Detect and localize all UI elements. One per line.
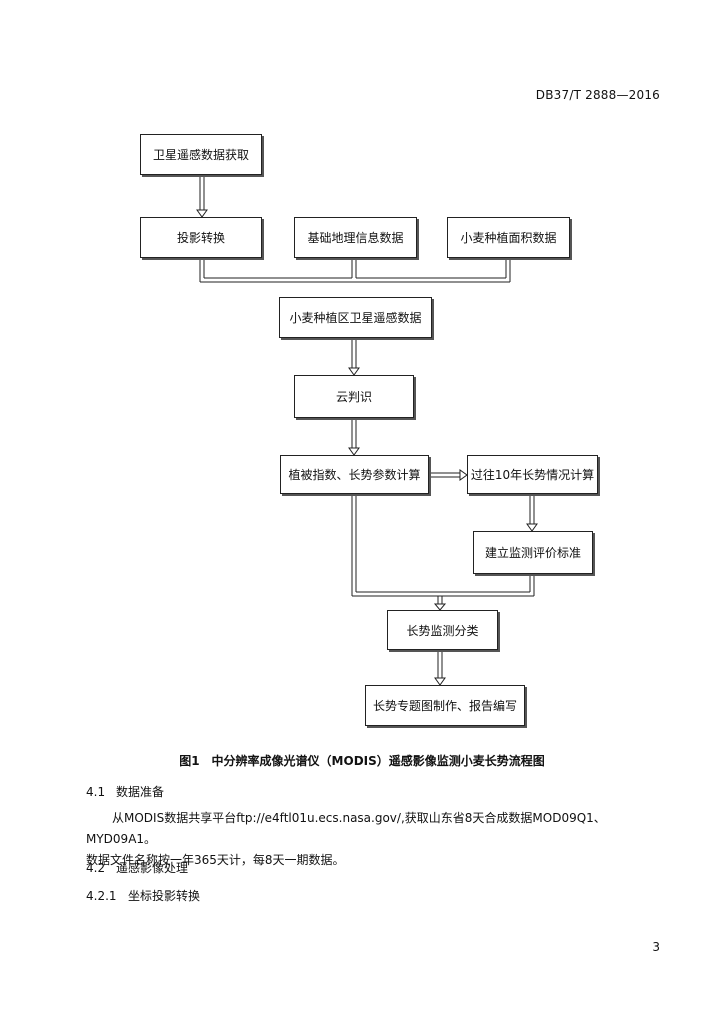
flow-node-wheat-region-satellite-data: 小麦种植区卫星遥感数据 <box>279 297 432 338</box>
section-number: 4.2.1 <box>86 889 117 903</box>
flowchart-connectors <box>196 175 538 686</box>
section-heading-4-2-1: 4.2.1 坐标投影转换 <box>86 887 200 904</box>
flow-node-past-decade-growth: 过往10年长势情况计算 <box>467 455 598 494</box>
flow-node-cloud-detection: 云判识 <box>294 375 414 418</box>
section-title: 遥感影像处理 <box>116 861 189 875</box>
flow-node-thematic-map-report: 长势专题图制作、报告编写 <box>365 685 525 726</box>
document-code: DB37/T 2888—2016 <box>535 88 660 102</box>
paragraph-line-2: 数据文件名称按一年365天计，每8天一期数据。 <box>86 853 345 867</box>
flow-node-basic-geographic-data: 基础地理信息数据 <box>294 217 417 258</box>
figure-caption: 图1 中分辨率成像光谱仪（MODIS）遥感影像监测小麦长势流程图 <box>179 754 545 768</box>
paragraph-data-preparation: 从MODIS数据共享平台ftp://e4ftl01u.ecs.nasa.gov/… <box>86 808 666 871</box>
flow-node-wheat-area-data: 小麦种植面积数据 <box>447 217 570 258</box>
page-number: 3 <box>652 940 660 954</box>
section-title: 数据准备 <box>116 785 165 799</box>
flow-node-vegetation-index-calc: 植被指数、长势参数计算 <box>280 455 429 494</box>
flow-node-satellite-data-acquisition: 卫星遥感数据获取 <box>140 134 262 175</box>
flow-node-evaluation-standard: 建立监测评价标准 <box>473 531 593 574</box>
section-heading-4-2: 4.2 遥感影像处理 <box>86 859 188 876</box>
flow-node-projection-conversion: 投影转换 <box>140 217 262 258</box>
section-title: 坐标投影转换 <box>128 889 201 903</box>
flow-node-growth-classification: 长势监测分类 <box>387 610 498 650</box>
paragraph-line-1: 从MODIS数据共享平台ftp://e4ftl01u.ecs.nasa.gov/… <box>86 811 606 846</box>
section-number: 4.2 <box>86 861 106 875</box>
section-heading-4-1: 4.1 数据准备 <box>86 783 164 800</box>
section-number: 4.1 <box>86 785 106 799</box>
